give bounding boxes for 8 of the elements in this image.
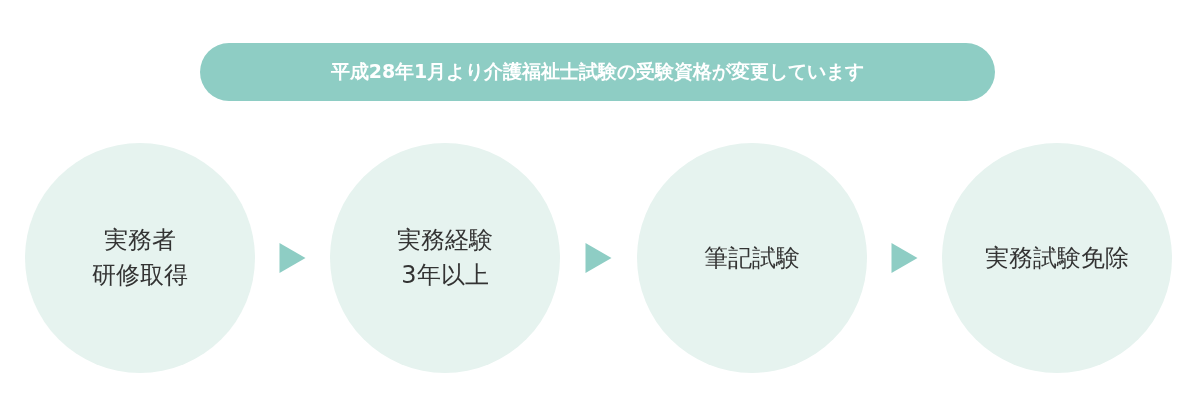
title-banner: 平成28年1月より介護福祉士試験の受験資格が変更しています	[200, 43, 995, 101]
step-label: 実務試験免除	[985, 242, 1129, 274]
arrow	[891, 243, 918, 273]
arrow	[585, 243, 612, 273]
step-label: 実務者研修取得	[92, 225, 188, 291]
step-label: 筆記試験	[704, 242, 800, 274]
step-label: 実務経験3年以上	[397, 225, 493, 291]
arrow	[279, 243, 306, 273]
